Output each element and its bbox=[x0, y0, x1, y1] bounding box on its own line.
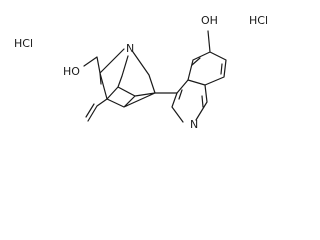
structure-canvas: HCl HCl HO OH N N bbox=[14, 14, 268, 131]
vinyl-bond bbox=[85, 98, 108, 122]
hydroxyl-left-label: HO bbox=[63, 65, 80, 78]
quinoline-benzene-ring bbox=[187, 30, 227, 86]
quinoline-pyridine-ring bbox=[171, 79, 208, 123]
hydroxyl-right-label: OH bbox=[201, 14, 218, 27]
hcl-left-label: HCl bbox=[14, 37, 33, 50]
quinuclidine-cage-bonds bbox=[99, 48, 156, 108]
hcl-right-label: HCl bbox=[249, 14, 268, 27]
bridge-nitrogen-label: N bbox=[126, 42, 134, 55]
hydroxymethyl-bond bbox=[83, 56, 102, 85]
quinoline-double-bonds bbox=[178, 57, 223, 108]
molecule-structure: HCl HCl HO OH N N bbox=[14, 14, 268, 131]
ring-nitrogen-label: N bbox=[190, 118, 198, 131]
